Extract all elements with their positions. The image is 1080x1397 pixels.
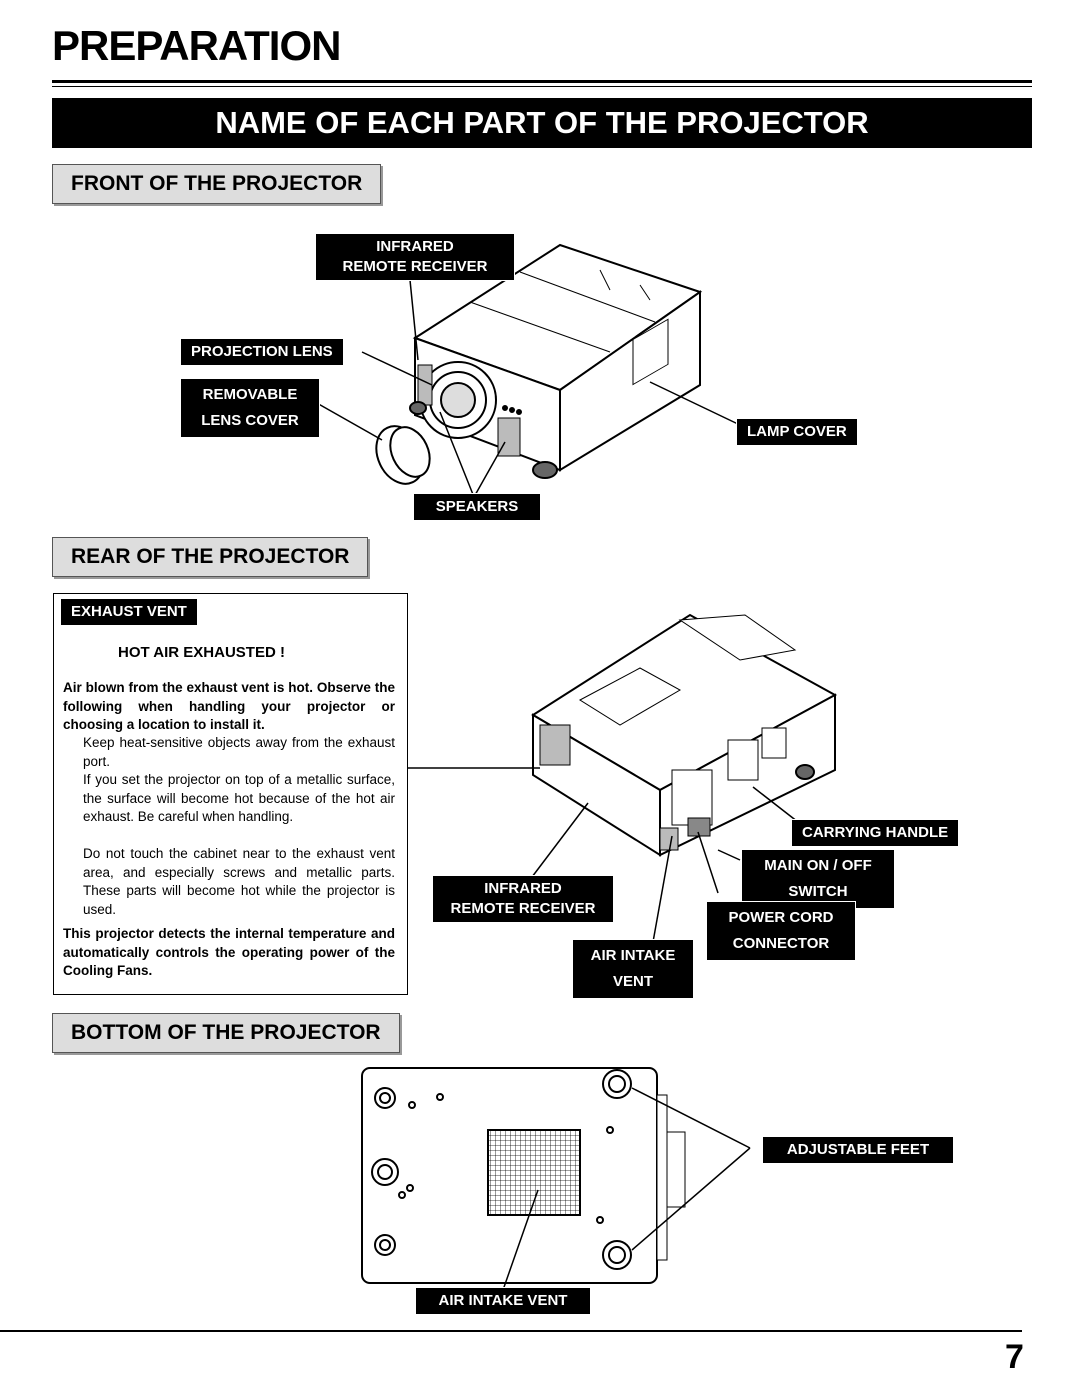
label-text: REMOTE RECEIVER	[342, 258, 488, 275]
footer-rule	[0, 1330, 1022, 1332]
label-speakers: SPEAKERS	[413, 493, 541, 521]
warning-item: Do not touch the cabinet near to the exh…	[83, 846, 395, 917]
label-lamp-cover: LAMP COVER	[736, 418, 858, 446]
front-section-title: FRONT OF THE PROJECTOR	[52, 164, 382, 204]
label-exhaust-vent: EXHAUST VENT	[60, 598, 198, 626]
rear-section-title: REAR OF THE PROJECTOR	[52, 537, 369, 577]
warning-item: Keep heat-sensitive objects away from th…	[83, 735, 395, 769]
bottom-leader-lines	[502, 1087, 751, 1291]
header-rule-thin	[52, 86, 1032, 87]
label-removable-lens-cover: REMOVABLE LENS COVER	[180, 378, 320, 438]
label-text: LENS COVER	[201, 412, 299, 429]
label-text: REMOVABLE	[202, 386, 298, 403]
rear-leader-lines	[408, 767, 799, 943]
front-projector-drawing	[375, 243, 703, 485]
section-banner: NAME OF EACH PART OF THE PROJECTOR	[52, 98, 1032, 148]
header-rule	[52, 80, 1032, 83]
warning-footer: This projector detects the internal temp…	[63, 926, 395, 978]
label-text: MAIN ON / OFF	[764, 857, 872, 874]
front-leader-lines	[314, 279, 741, 498]
label-text: POWER CORD	[728, 909, 834, 926]
label-text: SWITCH	[788, 883, 848, 900]
label-air-intake-vent-bottom: AIR INTAKE VENT	[415, 1287, 591, 1315]
warning-item: If you set the projector on top of a met…	[83, 772, 395, 824]
bottom-section-title: BOTTOM OF THE PROJECTOR	[52, 1013, 400, 1053]
warning-intro: Air blown from the exhaust vent is hot. …	[63, 680, 395, 732]
exhaust-warning-box	[53, 593, 408, 995]
label-carrying-handle: CARRYING HANDLE	[790, 819, 960, 847]
label-air-intake-vent-rear: AIR INTAKE VENT	[572, 939, 694, 999]
label-text: VENT	[612, 973, 653, 990]
rear-projector-drawing	[531, 613, 838, 857]
label-infrared-remote-receiver-front: INFRARED REMOTE RECEIVER	[315, 233, 515, 281]
label-text: INFRARED	[484, 880, 562, 897]
label-adjustable-feet: ADJUSTABLE FEET	[762, 1136, 954, 1164]
page-number: 7	[1005, 1338, 1024, 1376]
hot-air-alert: HOT AIR EXHAUSTED !	[118, 644, 285, 661]
label-infrared-remote-receiver-rear: INFRARED REMOTE RECEIVER	[432, 875, 614, 923]
label-text: CONNECTOR	[732, 935, 830, 952]
label-text: AIR INTAKE	[590, 947, 676, 964]
page-title: PREPARATION	[52, 22, 341, 69]
label-text: INFRARED	[376, 238, 454, 255]
label-text: REMOTE RECEIVER	[450, 900, 596, 917]
label-power-cord-connector: POWER CORD CONNECTOR	[706, 901, 856, 961]
label-main-switch: MAIN ON / OFF SWITCH	[741, 849, 895, 909]
label-projection-lens: PROJECTION LENS	[180, 338, 344, 366]
